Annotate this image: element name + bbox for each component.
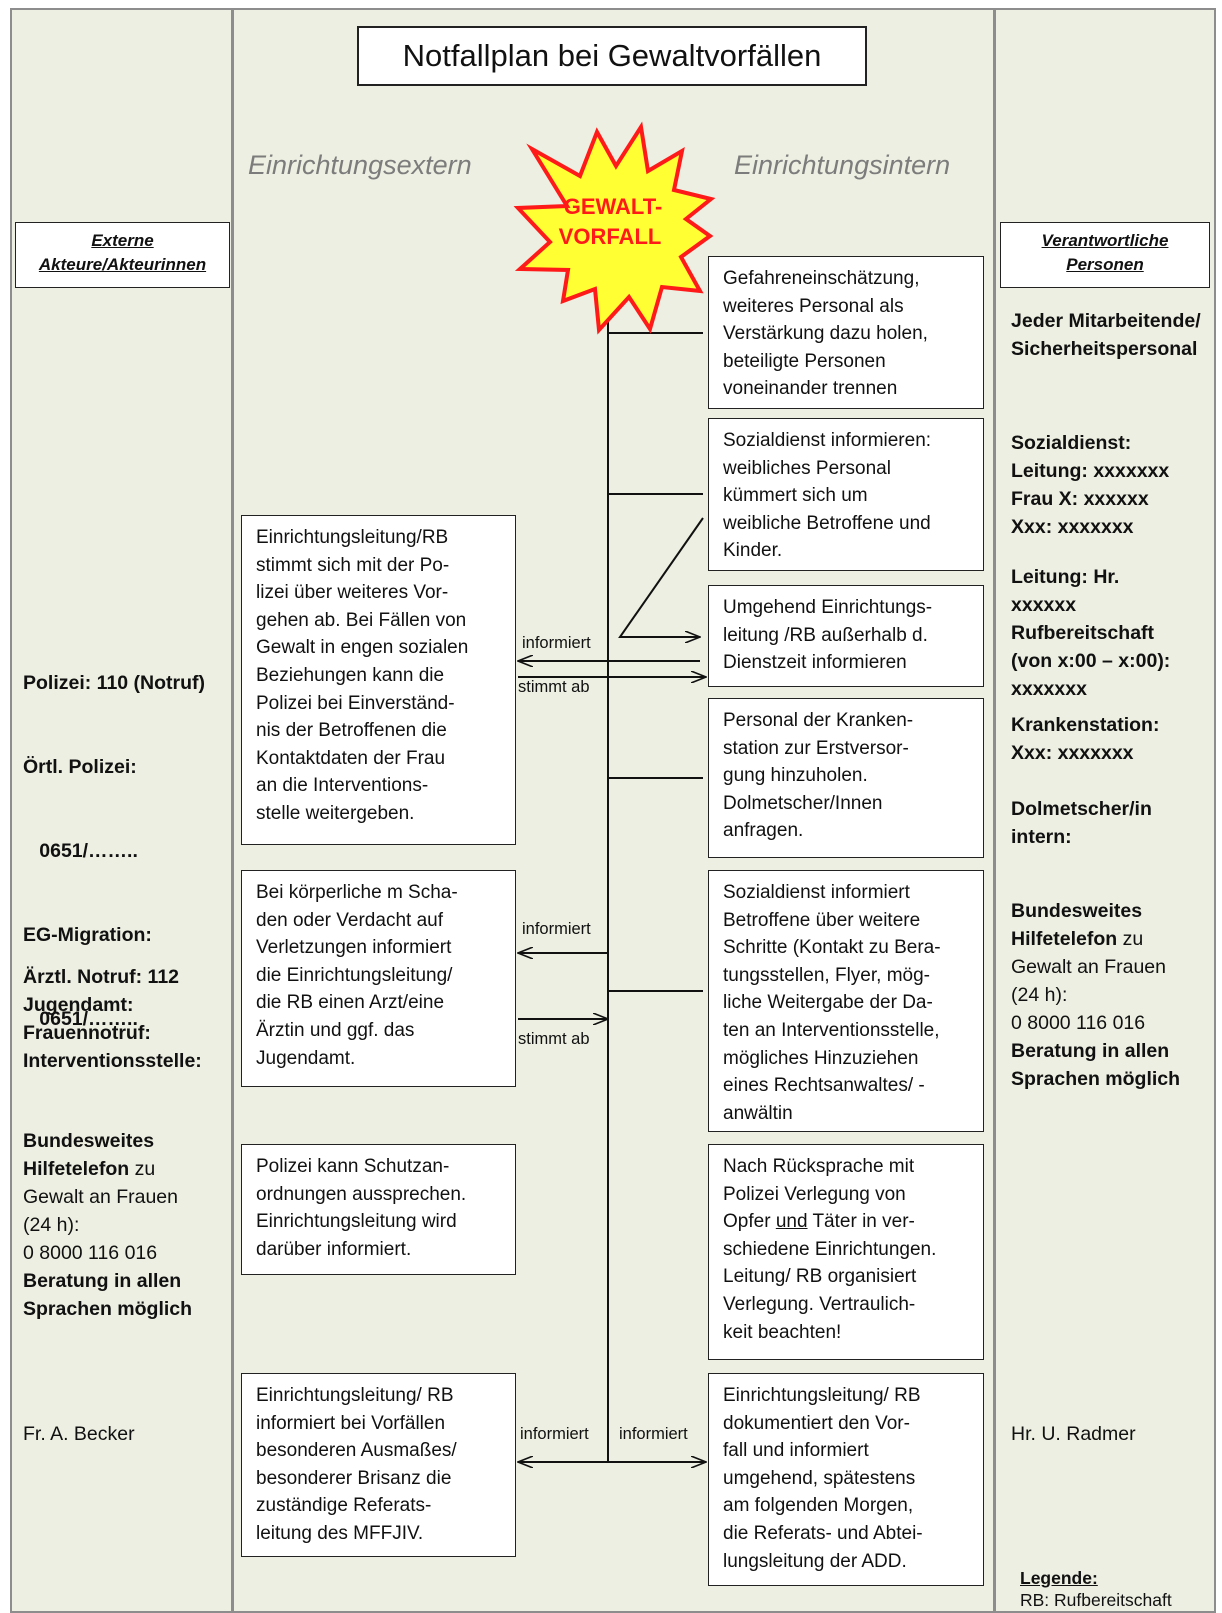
social-lead: Leitung: xxxxxxx <box>1011 460 1170 482</box>
burst-text-line1: GEWALT- <box>564 194 663 219</box>
label-stimmt-ab-1: stimmt ab <box>518 678 590 696</box>
left-contact-person: Fr. A. Becker <box>23 1423 135 1445</box>
hotline-title-2: Hilfetelefon <box>23 1158 130 1180</box>
incident-starburst <box>513 121 716 335</box>
header-external-actors: Externe Akteure/Akteurinnen <box>15 222 230 288</box>
lead-line-5: xxxxxxx <box>1011 678 1087 700</box>
hotline-title-2-row: Hilfetelefon zu <box>23 1155 192 1183</box>
hotline-number: 0 8000 116 016 <box>23 1242 158 1264</box>
police-line: Polizei: 110 (Notruf) <box>23 672 206 694</box>
right-contact-person: Hr. U. Radmer <box>1011 1423 1136 1445</box>
step-relocation: Nach Rücksprache mit Polizei Verlegung v… <box>708 1144 984 1360</box>
legend-title: Legende: <box>1020 1568 1098 1588</box>
r-hotline-line-4: (24 h): <box>1011 984 1068 1006</box>
clinic-contact: Xxx: xxxxxxx <box>1011 742 1134 764</box>
women-emergency: Frauennotruf: <box>23 1022 151 1044</box>
burst-text-line2: VORFALL <box>559 224 662 249</box>
interpreter-line-1: Dolmetscher/in <box>1011 798 1152 820</box>
relocation-text-before: Nach Rücksprache mit Polizei Verlegung v… <box>723 1156 915 1233</box>
legend: Legende: RB: Rufbereitschaft <box>1020 1567 1172 1611</box>
hotline-title-1: Bundesweites <box>23 1130 155 1152</box>
social-xxx: Xxx: xxxxxxx <box>1011 516 1134 538</box>
right-social-service: Sozialdienst: Leitung: xxxxxxx Frau X: x… <box>1011 429 1169 541</box>
step-protection-orders: Polizei kann Schutzan- ordnungen ausspre… <box>241 1144 516 1275</box>
r-hotline-title-2-row: Hilfetelefon zu <box>1011 925 1180 953</box>
step-danger-assessment: Gefahreneinschätzung, weiteres Personal … <box>708 256 984 409</box>
r-hotline-line-6: Beratung in allen <box>1011 1040 1170 1062</box>
relocation-text-after: Täter in ver- schiedene Einrichtungen. L… <box>723 1211 937 1343</box>
intervention-office: Interventionsstelle: <box>23 1050 202 1072</box>
r-hotline-title-1: Bundesweites <box>1011 900 1143 922</box>
step-documentation: Einrichtungsleitung/ RB dokumentiert den… <box>708 1373 984 1586</box>
left-hotline: Bundesweites Hilfetelefon zu Gewalt an F… <box>23 1127 192 1323</box>
right-hotline: Bundesweites Hilfetelefon zu Gewalt an F… <box>1011 897 1180 1093</box>
legend-text: RB: Rufbereitschaft <box>1020 1590 1172 1610</box>
right-staff: Jeder Mitarbeitende/ Sicherheitspersonal <box>1011 307 1201 363</box>
clinic-label: Krankenstation: <box>1011 714 1160 736</box>
left-police-contacts: Polizei: 110 (Notruf) Örtl. Polizei: 065… <box>23 613 205 1061</box>
header-responsible-persons: Verantwortliche Personen <box>1000 222 1210 288</box>
r-hotline-number: 0 8000 116 016 <box>1011 1012 1146 1034</box>
hotline-line-7: Sprachen möglich <box>23 1298 193 1320</box>
interpreter-line-2: intern: <box>1011 826 1072 848</box>
branch-lead-diagonal <box>618 517 704 637</box>
step-social-informs-victims: Sozialdienst informiert Betroffene über … <box>708 870 984 1132</box>
social-frau-x: Frau X: xxxxxx <box>1011 488 1149 510</box>
social-label: Sozialdienst: <box>1011 432 1132 454</box>
label-informiert-2: informiert <box>522 920 591 938</box>
label-informiert-1: informiert <box>522 634 591 652</box>
right-interpreter: Dolmetscher/in intern: <box>1011 795 1152 851</box>
right-clinic: Krankenstation: Xxx: xxxxxxx <box>1011 711 1159 767</box>
lead-line-1: Leitung: Hr. <box>1011 566 1120 588</box>
staff-line-1: Jeder Mitarbeitende/ <box>1011 310 1201 332</box>
step-physical-harm: Bei körperliche m Scha- den oder Verdach… <box>241 870 516 1087</box>
step-police-coordination: Einrichtungsleitung/RB stimmt sich mit d… <box>241 515 516 845</box>
medical-emergency: Ärztl. Notruf: 112 <box>23 966 180 988</box>
step-inform-management: Umgehend Einrichtungs- leitung /RB außer… <box>708 585 984 687</box>
r-hotline-line-3: Gewalt an Frauen <box>1011 956 1167 978</box>
hotline-line-3: Gewalt an Frauen <box>23 1186 179 1208</box>
r-hotline-title-2: Hilfetelefon <box>1011 928 1118 950</box>
hotline-line-6: Beratung in allen <box>23 1270 182 1292</box>
eg-migration-label: EG-Migration: <box>23 924 152 946</box>
r-hotline-title-2-rest: zu <box>1117 928 1144 950</box>
left-emergency-contacts: Ärztl. Notruf: 112 Jugendamt: Frauennotr… <box>23 963 202 1075</box>
step-ministry-report: Einrichtungsleitung/ RB informiert bei V… <box>241 1373 516 1557</box>
right-lead: Leitung: Hr. xxxxxx Rufbereitschaft (von… <box>1011 563 1170 703</box>
relocation-text-underlined: und <box>775 1211 808 1233</box>
lead-line-4: (von x:00 – x:00): <box>1011 650 1171 672</box>
eg-migration-number: 0651/…….. <box>23 1008 138 1030</box>
lead-line-3: Rufbereitschaft <box>1011 622 1155 644</box>
local-police-number: 0651/…….. <box>23 840 138 862</box>
page-title: Notfallplan bei Gewaltvorfällen <box>357 26 867 86</box>
section-label-extern: Einrichtungsextern <box>248 150 472 180</box>
lead-line-2: xxxxxx <box>1011 594 1077 616</box>
section-label-intern: Einrichtungsintern <box>734 150 951 180</box>
step-inform-social-service: Sozialdienst informieren: weibliches Per… <box>708 418 984 571</box>
hotline-line-4: (24 h): <box>23 1214 80 1236</box>
staff-line-2: Sicherheitspersonal <box>1011 338 1198 360</box>
local-police-label: Örtl. Polizei: <box>23 756 137 778</box>
label-stimmt-ab-2: stimmt ab <box>518 1030 590 1048</box>
step-medical-staff: Personal der Kranken- station zur Erstve… <box>708 698 984 858</box>
youth-office: Jugendamt: <box>23 994 134 1016</box>
label-informiert-3: informiert <box>520 1425 589 1443</box>
r-hotline-line-7: Sprachen möglich <box>1011 1068 1181 1090</box>
hotline-title-2-rest: zu <box>129 1158 156 1180</box>
label-informiert-4: informiert <box>619 1425 688 1443</box>
